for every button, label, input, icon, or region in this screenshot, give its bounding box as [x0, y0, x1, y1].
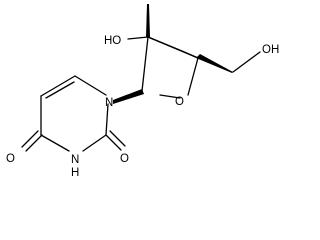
label-n1: N	[105, 97, 113, 109]
bond-ring-c2-c3-c4	[147, 36, 199, 59]
bond-c4-n3	[40, 134, 70, 152]
bond-c6-c5	[40, 75, 76, 97]
label-o4: O	[6, 153, 15, 165]
label-ch2-oh: OH	[262, 44, 279, 56]
label-n3: N	[71, 154, 79, 166]
bond-c1-c2	[141, 36, 149, 92]
label-ho: HO	[104, 35, 121, 47]
bond-c4-o4	[25, 134, 43, 152]
molecule-drawing: HO OH O N N H O O	[6, 4, 279, 179]
bond-ring-o-c1	[159, 94, 181, 99]
label-ring-o: O	[175, 96, 184, 108]
wedge-c4-ch2	[196, 54, 233, 73]
bonds	[21, 36, 261, 152]
wedge-c2-methyl	[146, 4, 150, 37]
label-o2: O	[120, 153, 129, 165]
bond-c4-ring-o	[187, 57, 199, 96]
bond-c2-o2	[105, 134, 122, 151]
bond-c2-o2-double	[109, 130, 126, 147]
bond-c2-oh	[127, 36, 149, 40]
structure-canvas: HO OH O N N H O O	[6, 4, 279, 179]
bond-n3-c2	[82, 134, 107, 152]
wedge-c1-n1	[113, 89, 144, 104]
bond-n1-c6	[74, 75, 107, 96]
bond-c4-o4-double	[21, 130, 39, 148]
bond-c2-n1	[105, 103, 109, 136]
bond-ch2-oh	[232, 51, 261, 73]
bond-c6-c5-double	[45, 81, 75, 99]
label-h3: H	[71, 167, 79, 179]
